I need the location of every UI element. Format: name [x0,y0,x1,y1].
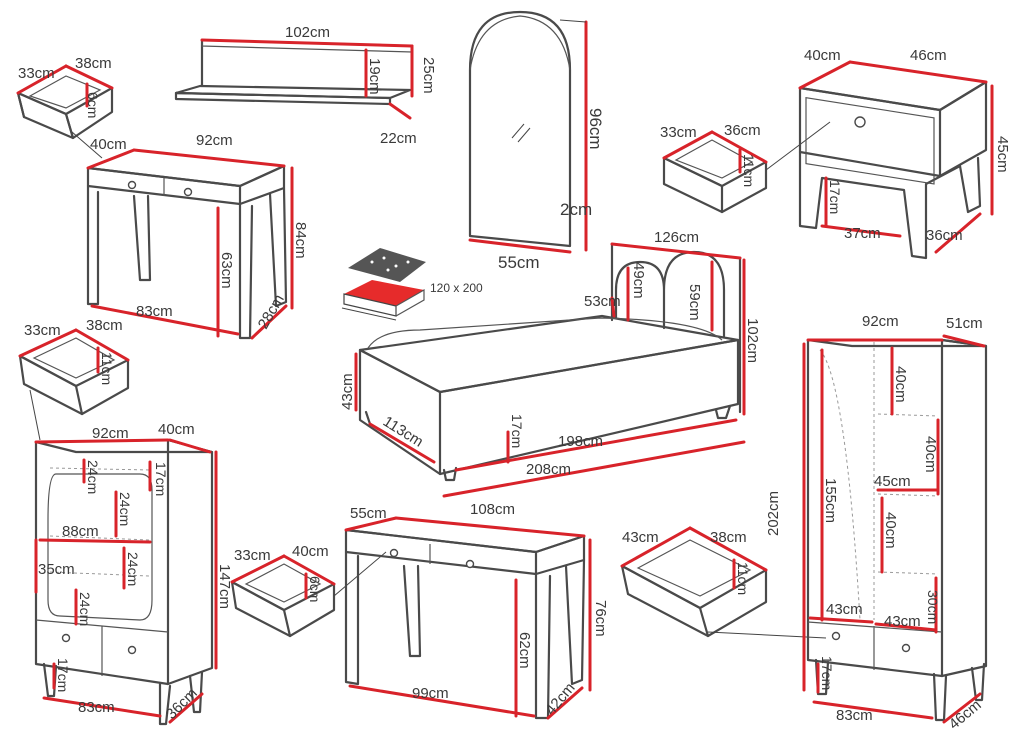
wardrobe-inner-height: 155cm [822,478,839,523]
bed-hb-width: 53cm [584,293,621,310]
ns-drawer-width: 33cm [660,124,697,141]
ns-depth-top: 40cm [804,47,841,64]
desk-sm-inner-width: 83cm [136,303,173,320]
wardrobe-shelf-1: 40cm [892,366,909,403]
wardrobe-drawer-width: 43cm [622,529,659,546]
bed-hb-inner-height: 49cm [630,262,647,299]
dresser-shelf-3: 24cm [125,552,141,586]
mattress-size-label: 120 x 200 [430,281,483,295]
bed-side-height: 43cm [339,373,356,410]
dresser-drawer: 33cm 38cm 11cm [18,317,130,441]
wardrobe-height: 202cm [765,491,782,536]
nightstand-drawer: 33cm 36cm 11cm [660,121,831,214]
dresser-shelf-4: 24cm [77,592,93,626]
dresser-side-depth: 35cm [38,561,75,578]
dresser-drawer-width: 33cm [24,322,61,339]
wardrobe-shelf-width: 45cm [874,473,911,490]
desk-medium: 55cm 108cm 76cm 62cm 99cm 42cm [344,501,609,720]
mattress-icon: 120 x 200 [341,248,483,321]
desk-mid-drawer-height: 6cm [307,576,323,602]
ns-inner-width: 37cm [844,225,881,242]
dresser: 92cm 40cm 24cm 17cm 24cm 88cm 24cm 35cm … [34,421,233,726]
drawer-tl-width: 33cm [18,65,55,82]
desk-mid-width: 108cm [470,501,515,518]
ns-width: 46cm [910,47,947,64]
bed-hb-height: 59cm [686,284,703,321]
wardrobe-depth-top: 51cm [946,315,983,332]
drawer-top-left: 33cm 38cm 6cm [16,55,114,159]
mirror-width: 55cm [498,253,540,272]
wardrobe-drawer-right: 43cm [884,613,921,630]
wardrobe-depth: 46cm [946,696,985,733]
shelf-width: 102cm [285,24,330,41]
drawer-tl-depth: 38cm [75,55,112,72]
dresser-width: 92cm [92,425,129,442]
wardrobe-drawer-depth: 38cm [710,529,747,546]
wardrobe-leg: 17cm [819,656,835,690]
wardrobe-shelf-2: 40cm [922,436,939,473]
desk-mid-drawer: 33cm 40cm 6cm [230,543,387,638]
wardrobe-drawer: 43cm 38cm 11cm [620,526,827,639]
dresser-drawer-depth: 38cm [86,317,123,334]
dresser-height: 147cm [216,564,233,609]
bed-height: 102cm [744,318,761,363]
bed-width: 126cm [654,229,699,246]
bed-length: 208cm [526,461,571,478]
desk-sm-leg: 63cm [218,252,235,289]
drawer-tl-height: 6cm [85,92,101,118]
desk-sm-depth-top: 40cm [90,136,127,153]
wardrobe-drawer-height: 30cm [925,590,941,624]
dresser-leg: 17cm [55,658,71,692]
wardrobe-shelf-3: 40cm [882,512,899,549]
dresser-inner-width: 88cm [62,523,99,540]
mirror-thickness: 2cm [560,200,592,219]
wardrobe-drawer-height: 11cm [735,562,751,595]
ns-drawer-height: 11cm [741,154,757,187]
dresser-base-width: 83cm [78,699,115,716]
shelf-depth: 22cm [380,130,417,147]
desk-sm-height: 84cm [292,222,309,259]
desk-sm-depth: 28cm [255,292,288,332]
arched-mirror: 96cm 55cm 2cm [468,10,605,272]
desk-small: 40cm 92cm 84cm 63cm 83cm 28cm [86,132,309,340]
ns-depth: 36cm [926,227,963,244]
dresser-top-gap: 17cm [153,462,169,496]
wardrobe-width: 92cm [862,313,899,330]
desk-mid-height: 76cm [592,600,609,637]
ns-height: 45cm [994,136,1011,173]
dresser-shelf-1: 24cm [85,460,101,494]
bed-inner-length: 198cm [558,433,603,450]
ns-drawer-depth: 36cm [724,122,761,139]
dresser-shelf-2: 24cm [117,492,133,526]
nightstand: 40cm 46cm 45cm 17cm 37cm 36cm [798,47,1011,260]
shelf-height: 25cm [420,57,437,94]
shelf-inner-height: 19cm [366,58,383,95]
dresser-drawer-height: 11cm [99,352,115,385]
desk-mid-inner-width: 99cm [412,685,449,702]
desk-sm-width: 92cm [196,132,233,149]
wall-shelf: 102cm 25cm 19cm 22cm [174,24,437,147]
desk-mid-drawer-depth: 40cm [292,543,329,560]
bed-clearance: 17cm [509,414,525,448]
desk-mid-depth-top: 55cm [350,505,387,522]
desk-mid-leg: 62cm [516,632,533,669]
wardrobe-base-width: 83cm [836,707,873,724]
dresser-depth-top: 40cm [158,421,195,438]
desk-mid-drawer-width: 33cm [234,547,271,564]
wardrobe-drawer-left: 43cm [826,601,863,618]
mirror-height: 96cm [586,108,605,150]
ns-leg: 17cm [827,180,843,214]
wardrobe: 92cm 51cm 202cm 155cm 40cm 40cm 45cm 40c… [765,313,988,733]
